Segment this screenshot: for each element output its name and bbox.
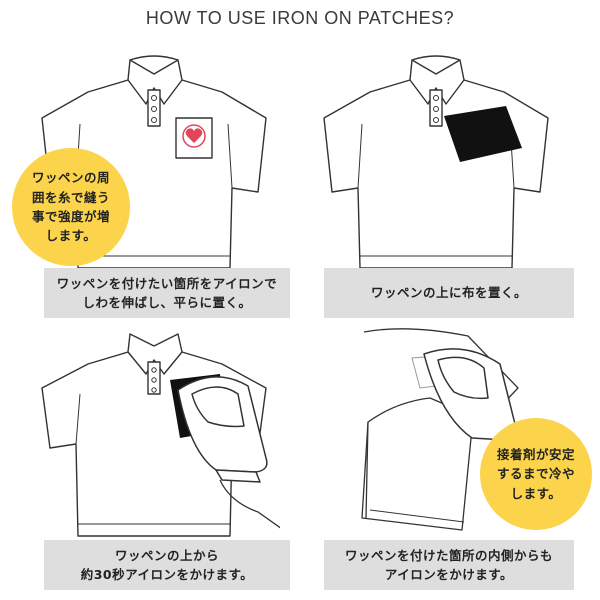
tip-line: 事で強度が増	[31, 209, 110, 224]
tip-line: します。	[45, 228, 97, 244]
caption-line: ワッペンの上に布を置く。	[370, 285, 527, 301]
tip-line: 接着剤が安定	[496, 446, 575, 462]
tip-line: ワッペンの周	[31, 170, 110, 186]
shirt-inside-iron-icon	[361, 328, 519, 531]
step-1-caption: ワッペンを付けたい箇所をアイロンで しわを伸ばし、平らに置く。	[44, 268, 290, 318]
tip-line: します。	[510, 485, 562, 501]
tip-line: するまで冷や	[496, 466, 575, 482]
page-title: HOW TO USE IRON ON PATCHES?	[145, 8, 455, 28]
caption-line: 約30秒アイロンをかけます。	[80, 567, 254, 582]
step-1-tip-bubble: ワッペンの周 囲を糸で縫う 事で強度が増 します。	[12, 148, 130, 266]
caption-line: ワッペンを付けたい箇所をアイロンで	[56, 275, 278, 291]
tip-line: 囲を糸で縫う	[31, 189, 110, 205]
shirt-with-cloth-icon	[323, 55, 549, 269]
caption-line: ワッペンの上から	[114, 547, 219, 563]
caption-line: アイロンをかけます。	[384, 567, 514, 582]
step-4-caption: ワッペンを付けた箇所の内側からも アイロンをかけます。	[324, 540, 574, 590]
shirt-with-iron-icon	[41, 333, 280, 537]
caption-line: しわを伸ばし、平らに置く。	[82, 295, 252, 310]
step-2-panel	[312, 40, 562, 270]
step-2-caption: ワッペンの上に布を置く。	[324, 268, 574, 318]
step-4-tip-bubble: 接着剤が安定 するまで冷や します。	[480, 418, 592, 530]
step-4-panel	[312, 318, 562, 538]
step-3-panel	[30, 330, 280, 538]
caption-line: ワッペンを付けた箇所の内側からも	[344, 547, 553, 563]
step-3-caption: ワッペンの上から 約30秒アイロンをかけます。	[44, 540, 290, 590]
